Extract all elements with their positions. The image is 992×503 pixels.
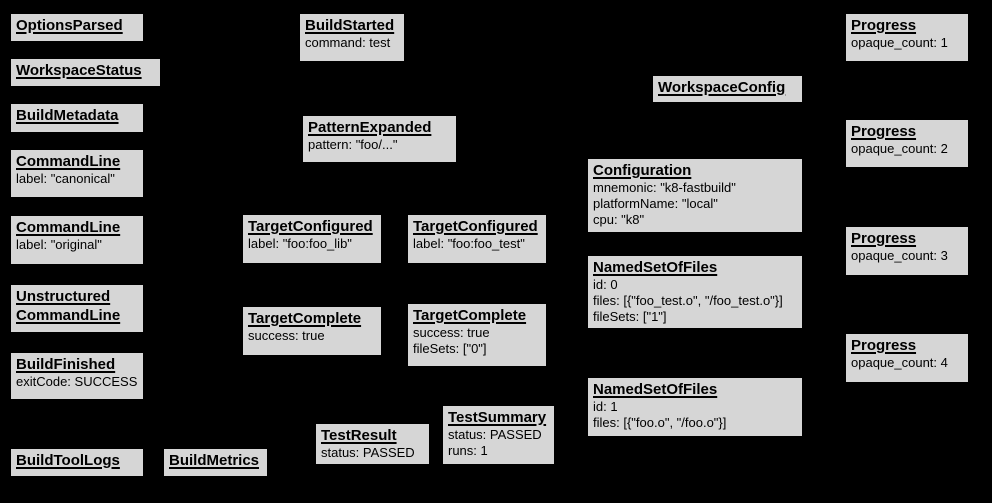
event-field: success: true <box>248 328 325 343</box>
event-field: label: "canonical" <box>16 171 115 186</box>
event-box-target-configured-foo-test: TargetConfigured label: "foo:foo_test" <box>407 214 547 264</box>
event-box-configuration: Configuration mnemonic: "k8-fastbuild" p… <box>587 158 803 233</box>
event-title: Progress <box>851 123 917 140</box>
event-title: BuildToolLogs <box>16 452 120 469</box>
event-box-build-metrics: BuildMetrics <box>163 448 268 477</box>
event-title: Configuration <box>593 162 692 179</box>
event-field: label: "foo:foo_test" <box>413 236 525 251</box>
event-box-build-finished: BuildFinished exitCode: SUCCESS <box>10 352 144 400</box>
event-field: platformName: "local" <box>593 196 718 211</box>
event-title: NamedSetOfFiles <box>593 381 718 398</box>
event-field: status: PASSED <box>448 427 542 442</box>
event-box-options-parsed: OptionsParsed <box>10 13 144 42</box>
event-box-unstructured-command-line: Unstructured CommandLine <box>10 284 144 333</box>
event-field: mnemonic: "k8-fastbuild" <box>593 180 736 195</box>
event-title: CommandLine <box>16 219 121 236</box>
event-box-progress-3: Progress opaque_count: 3 <box>845 226 969 276</box>
event-title: BuildFinished <box>16 356 116 373</box>
event-title: Progress <box>851 17 917 34</box>
event-field: label: "foo:foo_lib" <box>248 236 352 251</box>
event-title: OptionsParsed <box>16 17 123 34</box>
event-field: opaque_count: 2 <box>851 141 948 156</box>
event-title: BuildStarted <box>305 17 395 34</box>
event-field: status: PASSED <box>321 445 415 460</box>
event-title: TargetComplete <box>413 307 527 324</box>
event-field: id: 1 <box>593 399 618 414</box>
event-title: CommandLine <box>16 153 121 170</box>
event-field: pattern: "foo/..." <box>308 137 398 152</box>
event-box-test-summary: TestSummary status: PASSED runs: 1 <box>442 405 555 465</box>
event-box-named-set-of-files-1: NamedSetOfFiles id: 1 files: [{"foo.o", … <box>587 377 803 437</box>
event-box-progress-4: Progress opaque_count: 4 <box>845 333 969 383</box>
event-field: files: [{"foo_test.o", "/foo_test.o"}] <box>593 293 783 308</box>
event-box-build-started: BuildStarted command: test <box>299 13 405 62</box>
event-field: exitCode: SUCCESS <box>16 374 138 389</box>
event-title: Progress <box>851 230 917 247</box>
event-field: fileSets: ["1"] <box>593 309 667 324</box>
event-field: opaque_count: 3 <box>851 248 948 263</box>
event-title: TestResult <box>321 427 397 444</box>
event-box-command-line-original: CommandLine label: "original" <box>10 215 144 265</box>
event-box-command-line-canonical: CommandLine label: "canonical" <box>10 149 144 198</box>
event-field: success: true <box>413 325 490 340</box>
event-field: opaque_count: 4 <box>851 355 948 370</box>
event-field: files: [{"foo.o", "/foo.o"}] <box>593 415 727 430</box>
event-box-progress-1: Progress opaque_count: 1 <box>845 13 969 62</box>
event-title: WorkspaceStatus <box>16 62 142 79</box>
event-field: id: 0 <box>593 277 618 292</box>
event-box-workspace-status: WorkspaceStatus <box>10 58 161 87</box>
event-title: Unstructured CommandLine <box>16 288 121 324</box>
event-box-target-complete-lib: TargetComplete success: true <box>242 306 382 356</box>
event-title: BuildMetrics <box>169 452 260 469</box>
event-title: TargetComplete <box>248 310 362 327</box>
event-field: runs: 1 <box>448 443 488 458</box>
event-title: TargetConfigured <box>413 218 538 235</box>
event-box-build-tool-logs: BuildToolLogs <box>10 448 144 477</box>
event-title: TargetConfigured <box>248 218 373 235</box>
event-box-target-complete-test: TargetComplete success: true fileSets: [… <box>407 303 547 367</box>
event-field: fileSets: ["0"] <box>413 341 487 356</box>
event-box-pattern-expanded: PatternExpanded pattern: "foo/..." <box>302 115 457 163</box>
event-field: label: "original" <box>16 237 102 252</box>
event-title: PatternExpanded <box>308 119 432 136</box>
event-box-progress-2: Progress opaque_count: 2 <box>845 119 969 168</box>
event-field: command: test <box>305 35 391 50</box>
event-title: BuildMetadata <box>16 107 119 124</box>
event-box-target-configured-foo-lib: TargetConfigured label: "foo:foo_lib" <box>242 214 382 264</box>
event-box-test-result: TestResult status: PASSED <box>315 423 430 465</box>
event-box-named-set-of-files-0: NamedSetOfFiles id: 0 files: [{"foo_test… <box>587 255 803 329</box>
event-field: opaque_count: 1 <box>851 35 948 50</box>
event-title: TestSummary <box>448 409 547 426</box>
event-box-build-metadata: BuildMetadata <box>10 103 144 133</box>
event-title: WorkspaceConfig <box>658 79 786 96</box>
event-title: NamedSetOfFiles <box>593 259 718 276</box>
event-title: Progress <box>851 337 917 354</box>
event-field: cpu: "k8" <box>593 212 645 227</box>
event-box-workspace-config: WorkspaceConfig <box>652 75 803 103</box>
